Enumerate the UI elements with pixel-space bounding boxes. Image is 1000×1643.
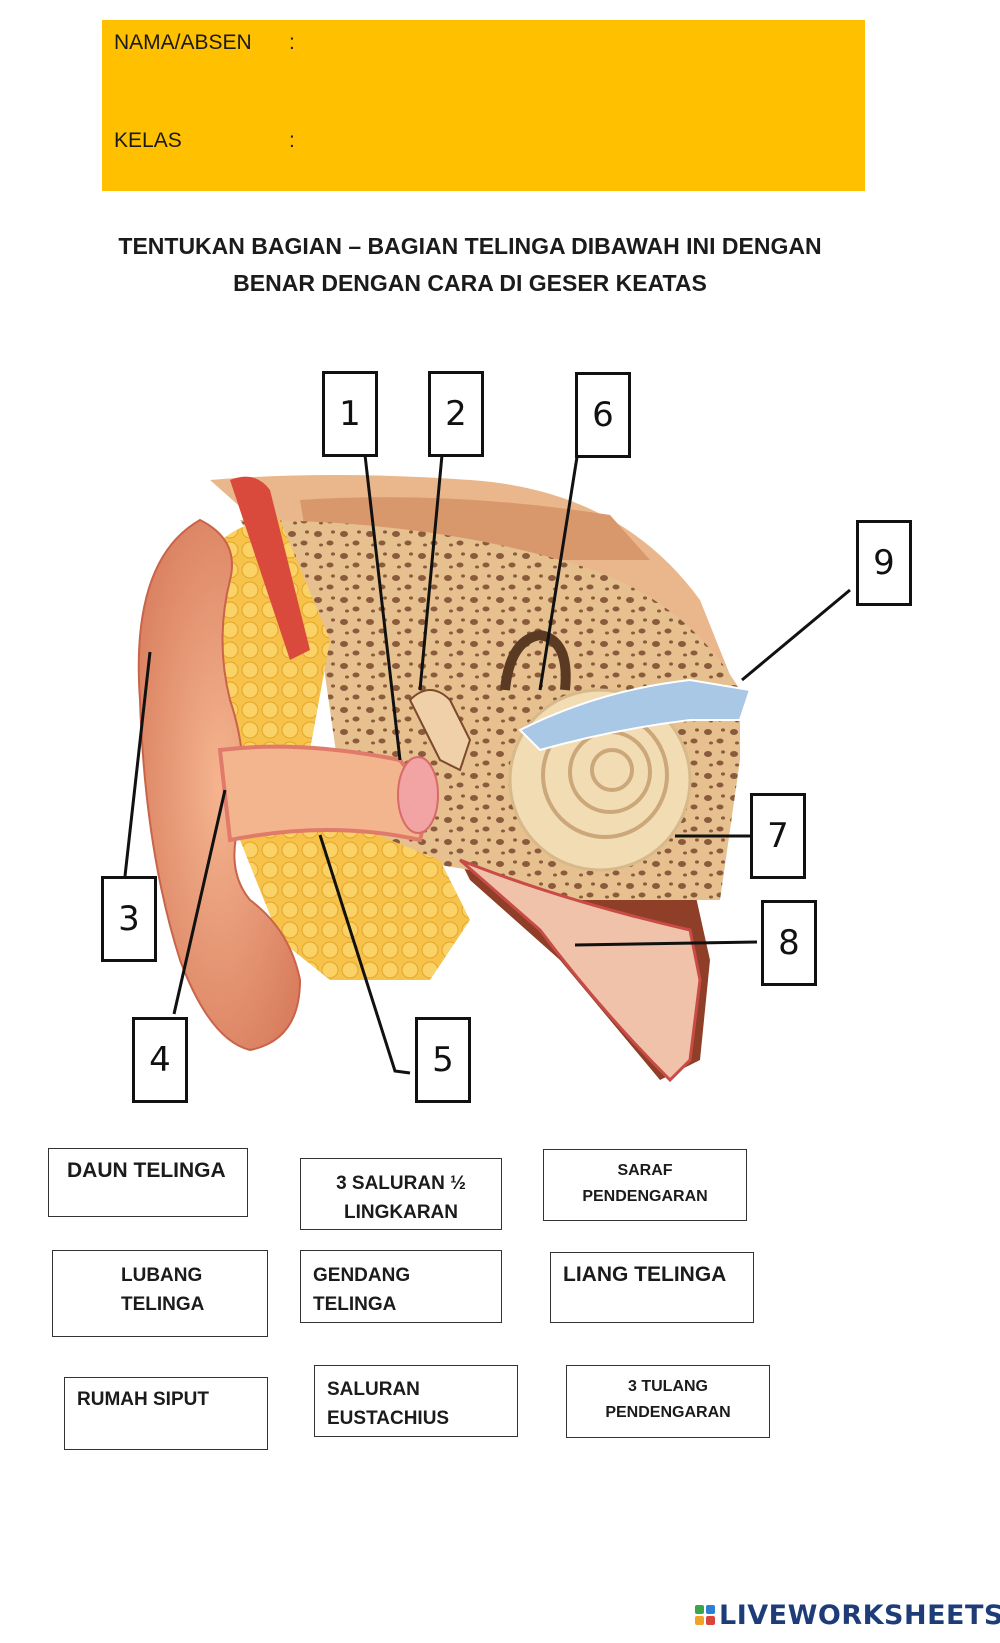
answer-text-line-1: 3 SALURAN ½ bbox=[336, 1173, 466, 1194]
answer-text-line-2: TELINGA bbox=[313, 1294, 397, 1315]
class-colon: : bbox=[289, 129, 295, 152]
diagram-label-7: 7 bbox=[750, 793, 806, 879]
diagram-label-1: 1 bbox=[322, 371, 378, 457]
answer-text-line-1: SARAF bbox=[617, 1162, 673, 1179]
answer-text-line-2: PENDENGARAN bbox=[582, 1188, 708, 1205]
diagram-label-4: 4 bbox=[132, 1017, 188, 1103]
instruction-line-2: BENAR DENGAN CARA DI GESER KEATAS bbox=[233, 270, 707, 296]
answer-text-line-2: EUSTACHIUS bbox=[327, 1408, 450, 1429]
answer-text-line-2: TELINGA bbox=[121, 1294, 205, 1315]
answer-rumah-siput[interactable]: RUMAH SIPUT bbox=[64, 1377, 268, 1450]
auditory-nerve bbox=[518, 678, 752, 752]
student-info-box: NAMA/ABSEN: KELAS: bbox=[102, 20, 865, 191]
ossicles bbox=[408, 689, 472, 772]
muscle bbox=[230, 476, 310, 660]
diagram-label-6: 6 bbox=[575, 372, 631, 458]
name-row: NAMA/ABSEN: bbox=[114, 31, 295, 55]
answer-text: LIANG TELINGA bbox=[563, 1263, 727, 1286]
liveworksheets-brand[interactable]: LIVEWORKSHEETS bbox=[694, 1597, 1000, 1633]
fat-lower bbox=[240, 820, 470, 980]
ear-diagram: 1 2 6 9 3 7 8 4 5 bbox=[0, 370, 1000, 1140]
lower-skin bbox=[459, 858, 702, 1083]
answer-text: DAUN TELINGA bbox=[67, 1159, 226, 1182]
instruction-text: TENTUKAN BAGIAN – BAGIAN TELINGA DIBAWAH… bbox=[60, 228, 880, 302]
diagram-label-3: 3 bbox=[101, 876, 157, 962]
fat-upper bbox=[205, 520, 330, 760]
answer-text-line-2: LINGKARAN bbox=[344, 1202, 458, 1223]
liveworksheets-logo-icon bbox=[695, 1605, 715, 1625]
eardrum bbox=[397, 756, 439, 834]
pointer-lines bbox=[123, 454, 851, 1075]
answer-text-line-2: PENDENGARAN bbox=[605, 1404, 731, 1421]
instruction-line-1: TENTUKAN BAGIAN – BAGIAN TELINGA DIBAWAH… bbox=[118, 233, 822, 259]
answer-saluran-eustachius[interactable]: SALURAN EUSTACHIUS bbox=[314, 1365, 518, 1437]
brand-text: LIVEWORKSHEETS bbox=[719, 1599, 1000, 1631]
name-label: NAMA/ABSEN bbox=[114, 31, 252, 54]
answer-text-line-1: 3 TULANG bbox=[628, 1378, 708, 1395]
answer-3-tulang-pendengaran[interactable]: 3 TULANG PENDENGARAN bbox=[566, 1365, 770, 1438]
answer-text-line-1: SALURAN bbox=[327, 1379, 420, 1400]
diagram-label-2: 2 bbox=[428, 371, 484, 457]
class-label: KELAS bbox=[114, 129, 182, 152]
answer-lubang-telinga[interactable]: LUBANG TELINGA bbox=[52, 1250, 268, 1337]
semicircular-canals bbox=[500, 629, 571, 691]
answer-liang-telinga[interactable]: LIANG TELINGA bbox=[550, 1252, 754, 1323]
diagram-label-8: 8 bbox=[761, 900, 817, 986]
class-row: KELAS: bbox=[114, 129, 295, 153]
answer-text-line-1: GENDANG bbox=[313, 1265, 411, 1286]
answer-daun-telinga[interactable]: DAUN TELINGA bbox=[48, 1148, 248, 1217]
pinna bbox=[137, 518, 302, 1052]
answer-saraf-pendengaran[interactable]: SARAF PENDENGARAN bbox=[543, 1149, 747, 1221]
diagram-label-5: 5 bbox=[415, 1017, 471, 1103]
ear-illustration bbox=[123, 454, 851, 1083]
answer-text: RUMAH SIPUT bbox=[77, 1389, 209, 1410]
name-colon: : bbox=[289, 31, 295, 54]
answer-gendang-telinga[interactable]: GENDANG TELINGA bbox=[300, 1250, 502, 1323]
answer-text-line-1: LUBANG bbox=[121, 1265, 203, 1286]
diagram-label-9: 9 bbox=[856, 520, 912, 606]
answer-3-saluran-lingkaran[interactable]: 3 SALURAN ½ LINGKARAN bbox=[300, 1158, 502, 1230]
